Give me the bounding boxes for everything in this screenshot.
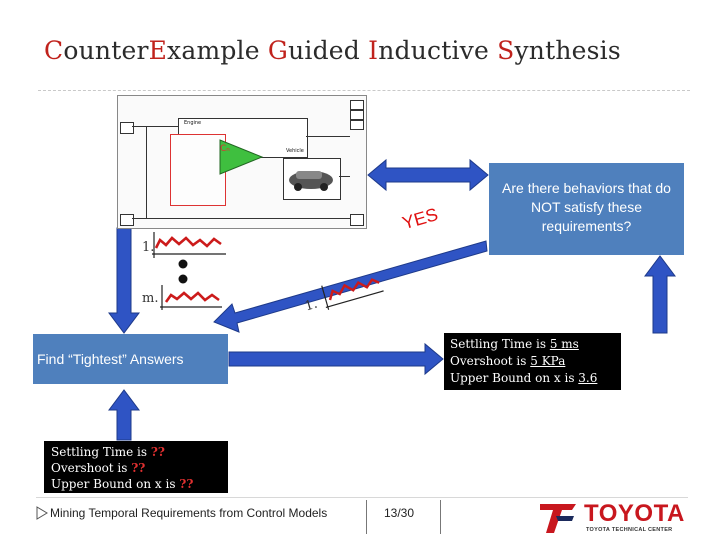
answer-box: Settling Time is 5 ms Overshoot is 5 KPa…	[444, 333, 621, 390]
title-divider	[38, 90, 690, 91]
model-requirements-arrow	[367, 158, 489, 192]
trace-label-last: m.	[142, 291, 159, 306]
footer-title: Mining Temporal Requirements from Contro…	[50, 506, 328, 520]
ttc-emblem-icon	[540, 504, 576, 533]
footer-bullet-icon	[36, 506, 48, 520]
engine-block-label: Engine	[184, 120, 202, 126]
settling-time-unknown: ??	[150, 445, 165, 459]
overshoot-value: 5 KPa	[530, 354, 566, 368]
trace-m-signal	[164, 291, 220, 303]
upper-bound-unknown: ??	[179, 477, 194, 491]
upper-bound-value: 3.6	[578, 371, 598, 385]
trace-label-first: 1.	[142, 240, 155, 255]
find-tightest-answers-box: Find “Tightest” Answers	[33, 334, 228, 384]
find-to-answer-arrow	[228, 342, 444, 376]
footer-separator-2	[440, 500, 441, 534]
page-number: 13/30	[384, 506, 415, 520]
trace-1-signal	[154, 236, 222, 249]
footer-divider	[36, 497, 688, 498]
up-arrow-query	[108, 389, 140, 441]
simulink-model-thumbnail: Engine Vehicle Cₙ	[117, 95, 367, 229]
overshoot-unknown: ??	[131, 461, 146, 475]
up-arrow-right	[644, 255, 676, 334]
query-box: Settling Time is ?? Overshoot is ?? Uppe…	[44, 441, 228, 493]
settling-time-value: 5 ms	[549, 337, 579, 351]
slide-title: CounterExample Guided Inductive Synthesi…	[44, 36, 621, 65]
counterexample-arrow	[213, 240, 488, 333]
vehicle-block-label: Vehicle	[286, 148, 304, 154]
vehicle-icon	[289, 171, 333, 191]
down-arrow-left	[108, 227, 140, 334]
toyota-logo: TOYOTA TOYOTA TECHNICAL CENTER	[536, 500, 688, 536]
requirements-question-box: Are there behaviors that do NOT satisfy …	[489, 163, 684, 255]
controller-symbol: Cₙ	[220, 144, 230, 154]
footer-separator	[366, 500, 367, 534]
